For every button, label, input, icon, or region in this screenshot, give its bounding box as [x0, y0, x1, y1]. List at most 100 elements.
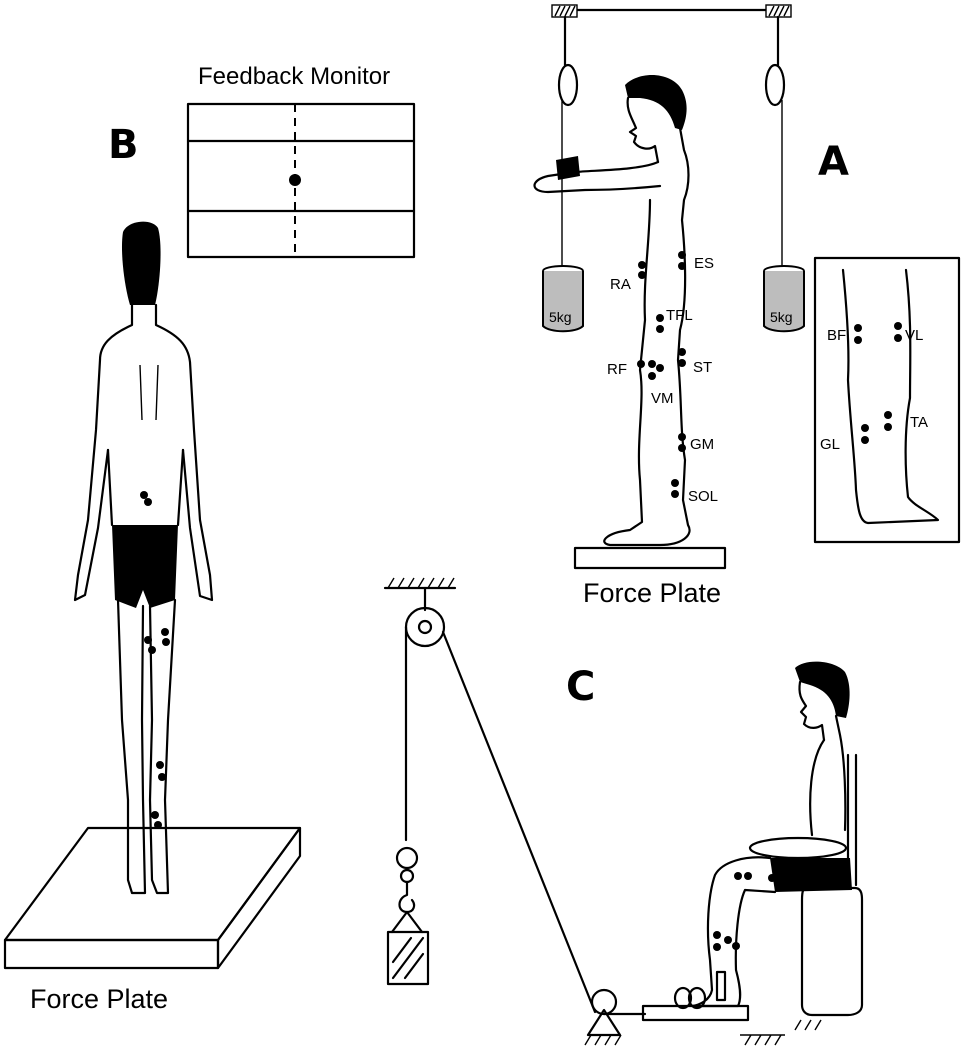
right-pulley [764, 63, 786, 107]
electrode-gm-back [158, 773, 166, 781]
electrode-tfl [656, 325, 664, 333]
electrode-bf-back [144, 636, 152, 644]
subject-side-arms [533, 160, 662, 194]
electrode-bf [854, 336, 862, 344]
electrode-sol [671, 490, 679, 498]
seated-subject-face [798, 680, 826, 742]
left-pulley [557, 63, 579, 107]
subject-right-leg [148, 598, 177, 895]
electrode-vm [656, 364, 664, 372]
load-cell-ring [399, 868, 415, 884]
force-plate-b-side [216, 826, 302, 970]
subject-side-body [603, 126, 691, 547]
floor-hatching [740, 1019, 822, 1046]
panel-c-letter: C [566, 664, 595, 710]
electrode-es [678, 262, 686, 270]
panel-a-letter: A [818, 139, 849, 185]
chair-seat-block [800, 886, 864, 1017]
load-cell-ring [395, 846, 419, 870]
panel-c: C [383, 577, 864, 1046]
force-plate-b-label: Force Plate [30, 984, 168, 1014]
foot-plate [641, 970, 822, 1046]
subject-side-face [626, 96, 660, 164]
electrode-vl [894, 322, 902, 330]
muscle-label: TA [910, 414, 928, 431]
muscle-label: ST [693, 359, 712, 376]
feedback-monitor-title: Feedback Monitor [198, 63, 390, 90]
electrode-gl [861, 436, 869, 444]
crate-planks [391, 936, 425, 980]
electrode-gl [861, 424, 869, 432]
muscle-label: BF [827, 327, 846, 344]
weight-hook [398, 880, 416, 914]
seated-subject-back [834, 714, 847, 832]
muscle-label: RA [610, 276, 631, 293]
force-plate-a-label: Force Plate [583, 578, 721, 608]
electrode-shank [724, 936, 732, 944]
electrode-bf-back [148, 646, 156, 654]
left-weight: 5kg [542, 265, 584, 333]
electrode-thigh [734, 872, 742, 880]
inset-frame [813, 256, 961, 544]
muscle-label: ES [694, 255, 714, 272]
center-of-pressure-dot [289, 174, 301, 186]
crate-strap [390, 910, 424, 934]
subject-torso [106, 448, 185, 527]
muscle-label: GM [690, 436, 714, 453]
frame-hatching [554, 5, 790, 17]
electrode-shank [713, 943, 721, 951]
top-pulley [404, 606, 446, 648]
subject-back-view [73, 221, 214, 895]
force-plate-a [573, 546, 727, 570]
floor-pulley [584, 988, 647, 1046]
electrode-shank [713, 931, 721, 939]
electrode-st-back [161, 628, 169, 636]
right-weight-label: 5kg [770, 309, 793, 325]
subject-back-left-arm [73, 303, 134, 602]
seated-subject-leg [690, 856, 777, 1008]
foot-plate-roller [687, 986, 707, 1010]
muscle-label: SOL [688, 488, 718, 505]
muscle-label: RF [607, 361, 627, 378]
monitor-frame [186, 102, 416, 259]
panel-a: A 5kg 5kg [533, 4, 961, 608]
side-muscle-labels: RA ES TFL RF ST VM GM SOL [607, 255, 718, 505]
electrode-st [678, 348, 686, 356]
muscle-label: TFL [666, 307, 693, 324]
feedback-monitor: Feedback Monitor [186, 63, 416, 259]
electrode-ta [884, 411, 892, 419]
electrode-es [678, 251, 686, 259]
side-electrodes [637, 251, 686, 498]
hanging-crate [386, 930, 430, 986]
electrode-vl [894, 334, 902, 342]
muscle-label: VM [651, 390, 674, 407]
subject-spine-lines [139, 364, 159, 421]
electrode-ra [638, 271, 646, 279]
subject-left-leg [116, 598, 147, 895]
foot-plate-roller [673, 986, 693, 1010]
ankle-strap [715, 970, 727, 1002]
force-plate-b [3, 826, 302, 970]
electrode-tfl [656, 314, 664, 322]
handle-grip [556, 156, 580, 180]
inset-leg-outline [841, 268, 940, 525]
seated-subject-forearm [748, 836, 848, 860]
pulley-frame [551, 4, 792, 268]
seated-subject-chest [809, 738, 826, 837]
electrode-sol-back [151, 811, 159, 819]
electrode-gm [678, 444, 686, 452]
panel-b: B Feedback Monitor Force Plate [3, 63, 416, 1014]
electrode-rf [637, 360, 645, 368]
muscle-label: GL [820, 436, 840, 453]
muscle-label: VL [905, 327, 923, 344]
electrode-bf [854, 324, 862, 332]
leg-inset: BF VL GL TA [813, 256, 961, 544]
pulley-system [383, 577, 597, 1014]
subject-side-hair [625, 74, 687, 130]
electrode-gm [678, 433, 686, 441]
diagonal-cable [441, 630, 597, 1014]
floor-pulley-base [586, 1008, 622, 1037]
electrode-shank [732, 942, 740, 950]
seated-subject-hair [795, 661, 850, 718]
